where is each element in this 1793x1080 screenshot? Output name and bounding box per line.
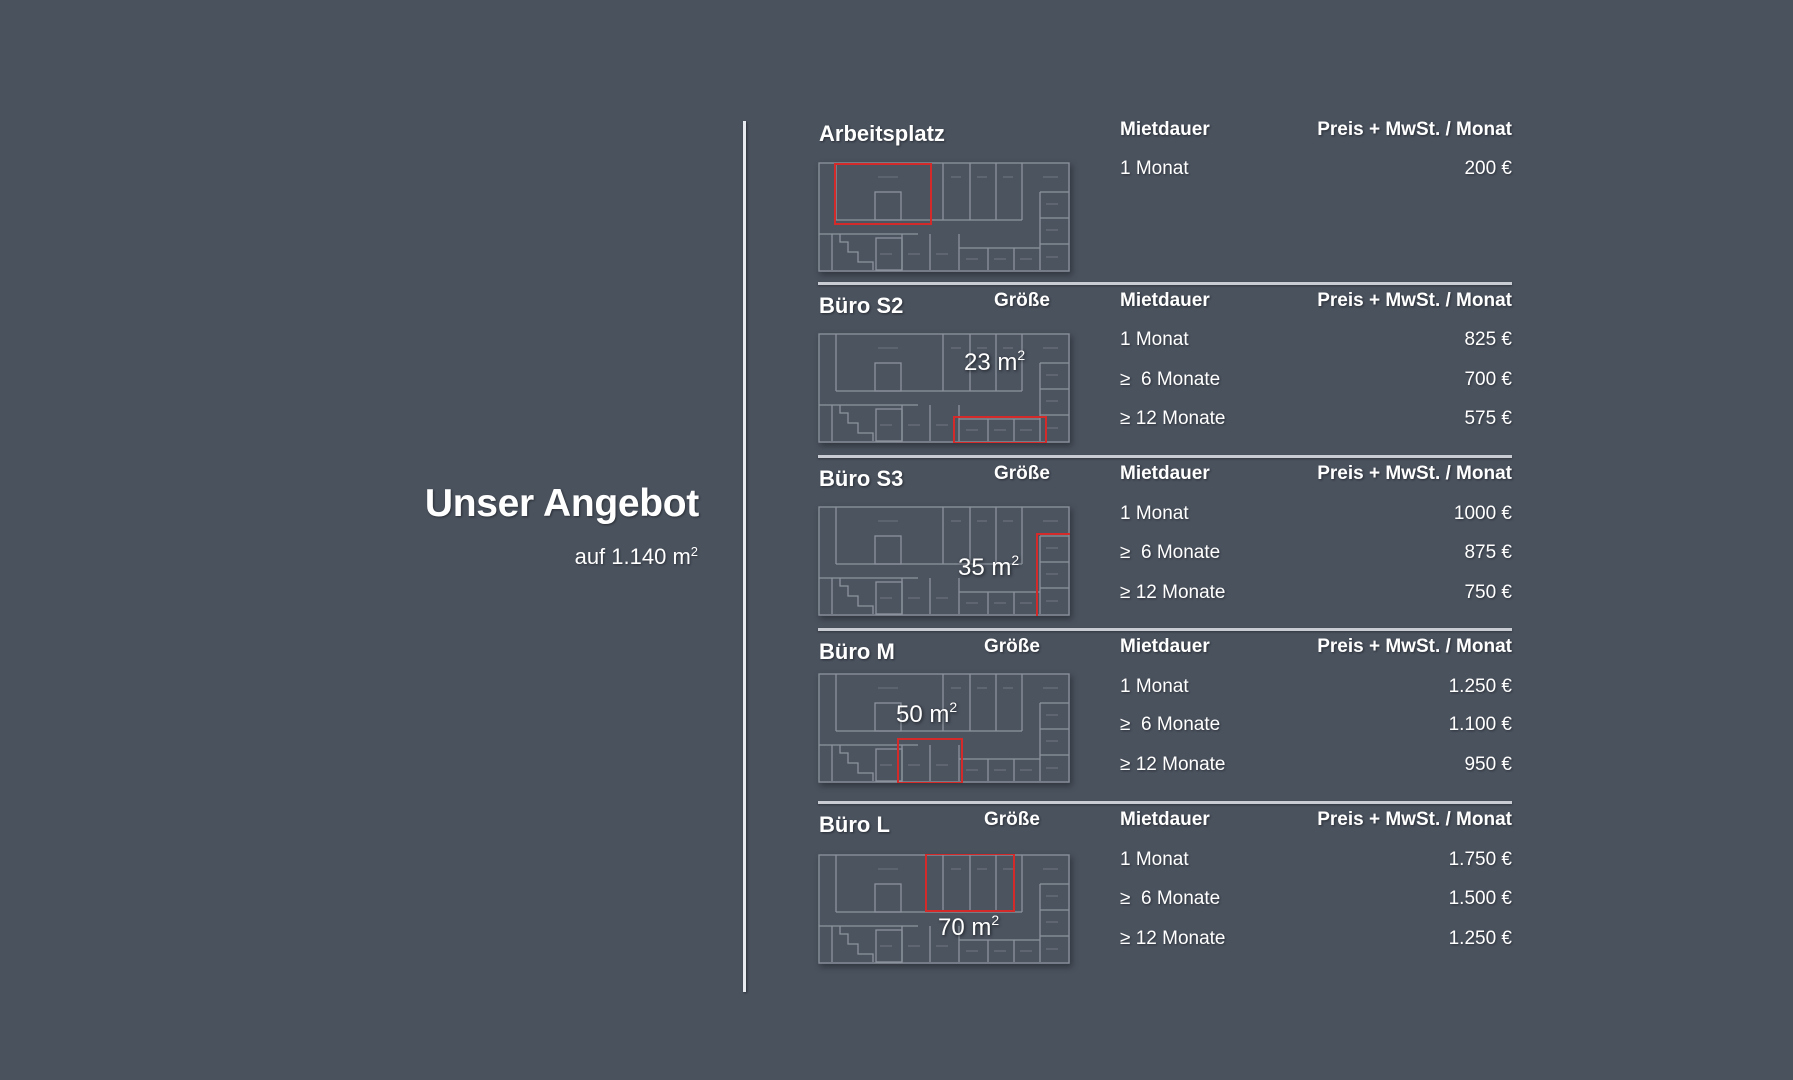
rate-price: 575 € [1464, 408, 1512, 429]
offer-separator [818, 628, 1512, 631]
floorplan-image [818, 673, 1070, 783]
rate-duration: ≥ 6 Monate [1120, 369, 1221, 390]
offer-name: Büro M [819, 639, 895, 664]
rate-duration: 1 Monat [1120, 329, 1189, 350]
column-price-header: Preis + MwSt. / Monat [1317, 809, 1512, 830]
offer-arbeitsplatz: Arbeitsplatz Mietdauer Preis + MwSt. / M… [818, 116, 1512, 282]
column-duration-header: Mietdauer [1120, 290, 1210, 311]
size-label: 70 m2 [938, 912, 1000, 941]
rate-duration: ≥ 12 Monate [1120, 408, 1226, 429]
rate-row: ≥ 12 Monate 750 € [1120, 582, 1512, 608]
rate-duration: ≥ 12 Monate [1120, 754, 1226, 775]
floorplan-image [818, 854, 1070, 964]
rate-price: 875 € [1464, 542, 1512, 563]
vertical-divider [743, 121, 746, 992]
rate-duration: ≥ 12 Monate [1120, 582, 1226, 603]
offer-separator [818, 455, 1512, 458]
floorplan-image [818, 162, 1070, 272]
title-block: Unser Angebot auf 1.140 m2 [425, 478, 699, 573]
column-size-header: Größe [994, 290, 1050, 311]
column-size-header: Größe [984, 809, 1040, 830]
rate-duration: ≥ 6 Monate [1120, 542, 1221, 563]
offers-list: Arbeitsplatz Mietdauer Preis + MwSt. / M… [818, 116, 1512, 974]
rate-row: 1 Monat 1.750 € [1120, 849, 1512, 875]
column-duration-header: Mietdauer [1120, 809, 1210, 830]
column-duration-header: Mietdauer [1120, 119, 1210, 140]
offer-buero-l: Büro L Größe Mietdauer Preis + MwSt. / M… [818, 804, 1512, 974]
rate-duration: 1 Monat [1120, 849, 1189, 870]
rate-price: 750 € [1464, 582, 1512, 603]
rate-price: 1.750 € [1448, 849, 1512, 870]
rate-duration: ≥ 6 Monate [1120, 888, 1221, 909]
offer-name: Büro L [819, 812, 890, 837]
offer-name: Büro S3 [819, 466, 904, 491]
offer-buero-s2: Büro S2 Größe Mietdauer Preis + MwSt. / … [818, 285, 1512, 455]
column-size-header: Größe [994, 463, 1050, 484]
rate-row: 1 Monat 825 € [1120, 329, 1512, 355]
rate-duration: 1 Monat [1120, 158, 1189, 179]
column-price-header: Preis + MwSt. / Monat [1317, 290, 1512, 311]
floorplan-image [818, 506, 1070, 616]
column-price-header: Preis + MwSt. / Monat [1317, 636, 1512, 657]
offer-separator [818, 282, 1512, 285]
page-subtitle: auf 1.140 m2 [574, 544, 698, 569]
rate-price: 1.100 € [1448, 714, 1512, 735]
rate-row: ≥ 6 Monate 1.500 € [1120, 888, 1512, 914]
rate-row: 1 Monat 200 € [1120, 158, 1512, 184]
rate-price: 825 € [1464, 329, 1512, 350]
page-title: Unser Angebot [424, 482, 699, 525]
offer-name: Büro S2 [819, 293, 904, 318]
offer-separator [818, 801, 1512, 804]
floorplan-image [818, 333, 1070, 443]
rate-price: 1.500 € [1448, 888, 1512, 909]
rate-row: ≥ 12 Monate 950 € [1120, 754, 1512, 780]
rate-row: 1 Monat 1000 € [1120, 503, 1512, 529]
offer-buero-m: Büro M Größe Mietdauer Preis + MwSt. / M… [818, 631, 1512, 801]
size-label: 50 m2 [896, 699, 958, 728]
column-duration-header: Mietdauer [1120, 463, 1210, 484]
rate-duration: ≥ 6 Monate [1120, 714, 1221, 735]
rate-price: 1.250 € [1448, 928, 1512, 949]
rate-price: 950 € [1464, 754, 1512, 775]
size-label: 23 m2 [964, 347, 1026, 376]
column-duration-header: Mietdauer [1120, 636, 1210, 657]
offer-name: Arbeitsplatz [819, 121, 945, 146]
rate-row: ≥ 12 Monate 1.250 € [1120, 928, 1512, 954]
rate-duration: ≥ 12 Monate [1120, 928, 1226, 949]
rate-row: ≥ 6 Monate 700 € [1120, 369, 1512, 395]
rate-price: 1000 € [1453, 503, 1512, 524]
rate-row: ≥ 6 Monate 1.100 € [1120, 714, 1512, 740]
column-price-header: Preis + MwSt. / Monat [1317, 463, 1512, 484]
offer-buero-s3: Büro S3 Größe Mietdauer Preis + MwSt. / … [818, 458, 1512, 628]
rate-row: 1 Monat 1.250 € [1120, 676, 1512, 702]
rate-price: 700 € [1464, 369, 1512, 390]
rate-row: ≥ 6 Monate 875 € [1120, 542, 1512, 568]
rate-price: 1.250 € [1448, 676, 1512, 697]
rate-row: ≥ 12 Monate 575 € [1120, 408, 1512, 434]
column-price-header: Preis + MwSt. / Monat [1317, 119, 1512, 140]
rate-duration: 1 Monat [1120, 676, 1189, 697]
rate-duration: 1 Monat [1120, 503, 1189, 524]
size-label: 35 m2 [958, 552, 1020, 581]
column-size-header: Größe [984, 636, 1040, 657]
rate-price: 200 € [1464, 158, 1512, 179]
